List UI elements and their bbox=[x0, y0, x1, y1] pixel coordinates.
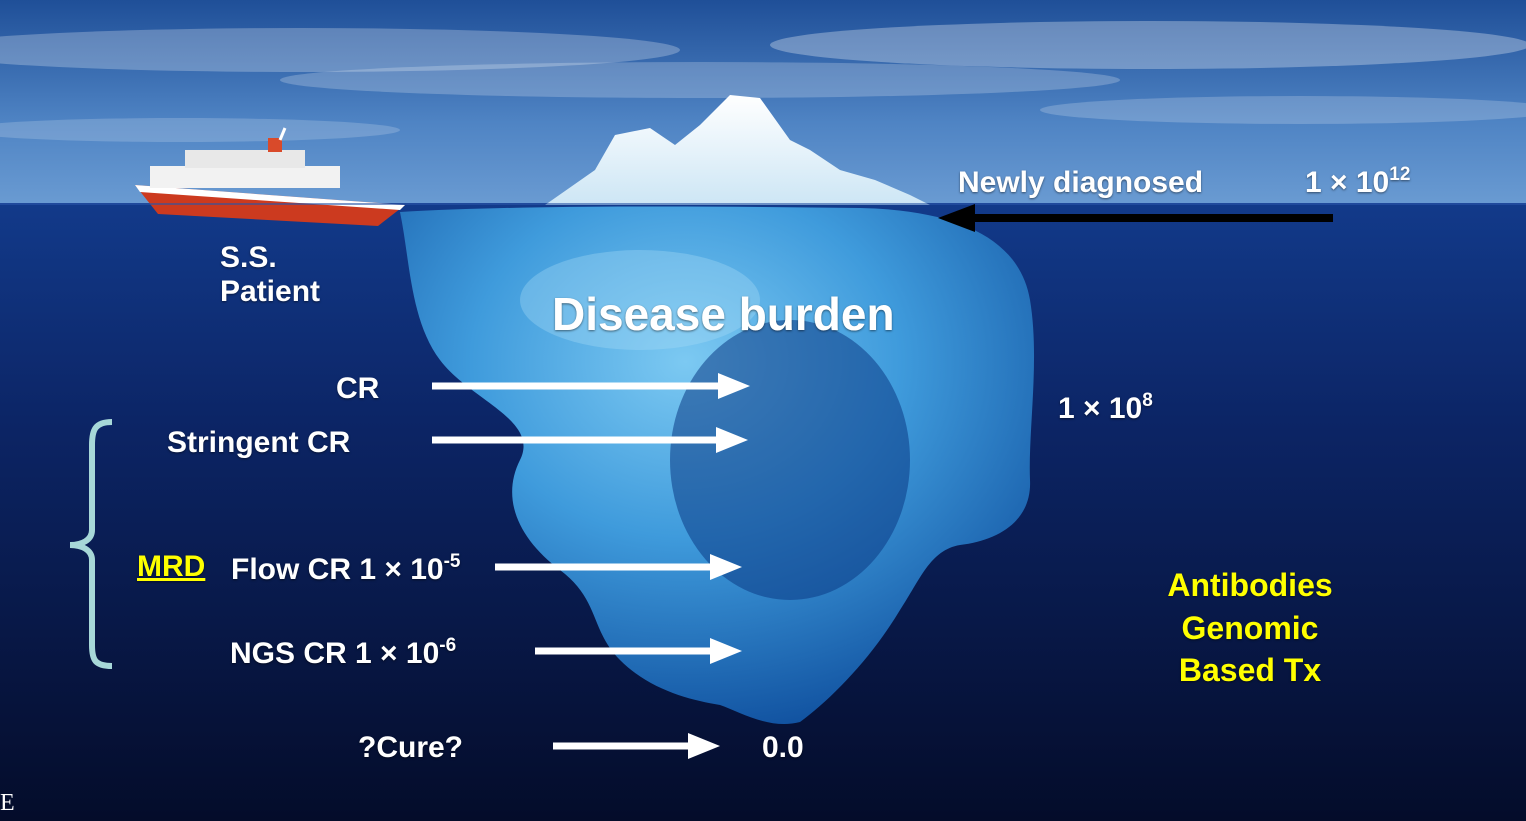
mrd-label: MRD bbox=[137, 550, 205, 584]
ship-label-line2: Patient bbox=[220, 275, 320, 309]
flow-cr-label: Flow CR 1 × 10-5 bbox=[231, 553, 460, 587]
zero-value: 0.0 bbox=[762, 731, 804, 765]
cure-label: ?Cure? bbox=[358, 731, 463, 765]
mid-burden-value: 1 × 108 bbox=[1058, 392, 1153, 426]
stringent-cr-label: Stringent CR bbox=[167, 426, 350, 460]
diagram-title: Disease burden bbox=[552, 287, 895, 341]
corner-glyph: E bbox=[0, 790, 15, 817]
newly-diagnosed-label: Newly diagnosed bbox=[958, 166, 1203, 200]
therapy-line3: Based Tx bbox=[1120, 652, 1380, 689]
ngs-cr-label: NGS CR 1 × 10-6 bbox=[230, 637, 456, 671]
cr-label: CR bbox=[336, 372, 379, 406]
ship-label-line1: S.S. bbox=[220, 241, 277, 275]
newly-diagnosed-value: 1 × 1012 bbox=[1305, 166, 1410, 200]
therapy-line2: Genomic bbox=[1120, 610, 1380, 647]
therapy-line1: Antibodies bbox=[1120, 567, 1380, 604]
